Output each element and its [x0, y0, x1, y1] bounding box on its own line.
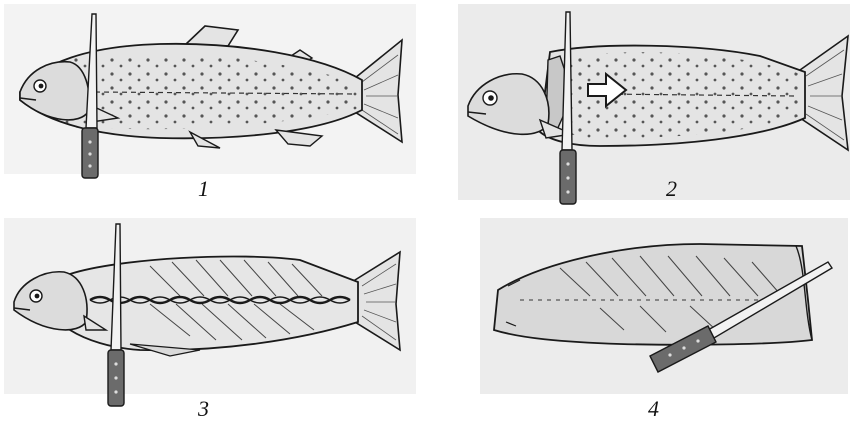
panel-1-number: 1: [198, 176, 209, 202]
panel-4-number: 4: [648, 396, 659, 422]
panel-2-fish: [468, 36, 848, 150]
panel-3-fish: [14, 252, 400, 356]
panel-2-number: 2: [666, 176, 677, 202]
panel-1-fish: [20, 26, 402, 148]
panel-3-number: 3: [198, 396, 209, 422]
panel-4-fillet: [494, 244, 812, 345]
